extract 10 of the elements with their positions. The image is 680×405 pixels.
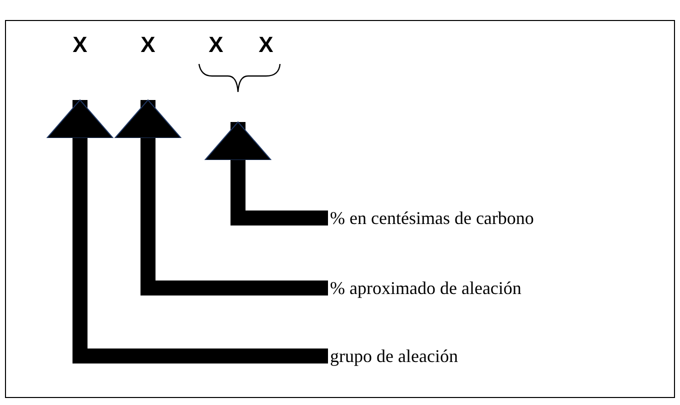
code-digit: X <box>132 32 164 100</box>
label-text: % aproximado de aleación <box>330 277 590 299</box>
arrow <box>46 100 328 364</box>
code-digit: X <box>64 32 96 100</box>
arrow <box>114 100 328 296</box>
label-text: grupo de aleación <box>330 345 530 367</box>
code-digit: X <box>208 32 224 58</box>
code-digit: X <box>258 32 274 58</box>
arrow <box>204 122 328 226</box>
label-text: % en centésimas de carbono <box>330 207 600 229</box>
